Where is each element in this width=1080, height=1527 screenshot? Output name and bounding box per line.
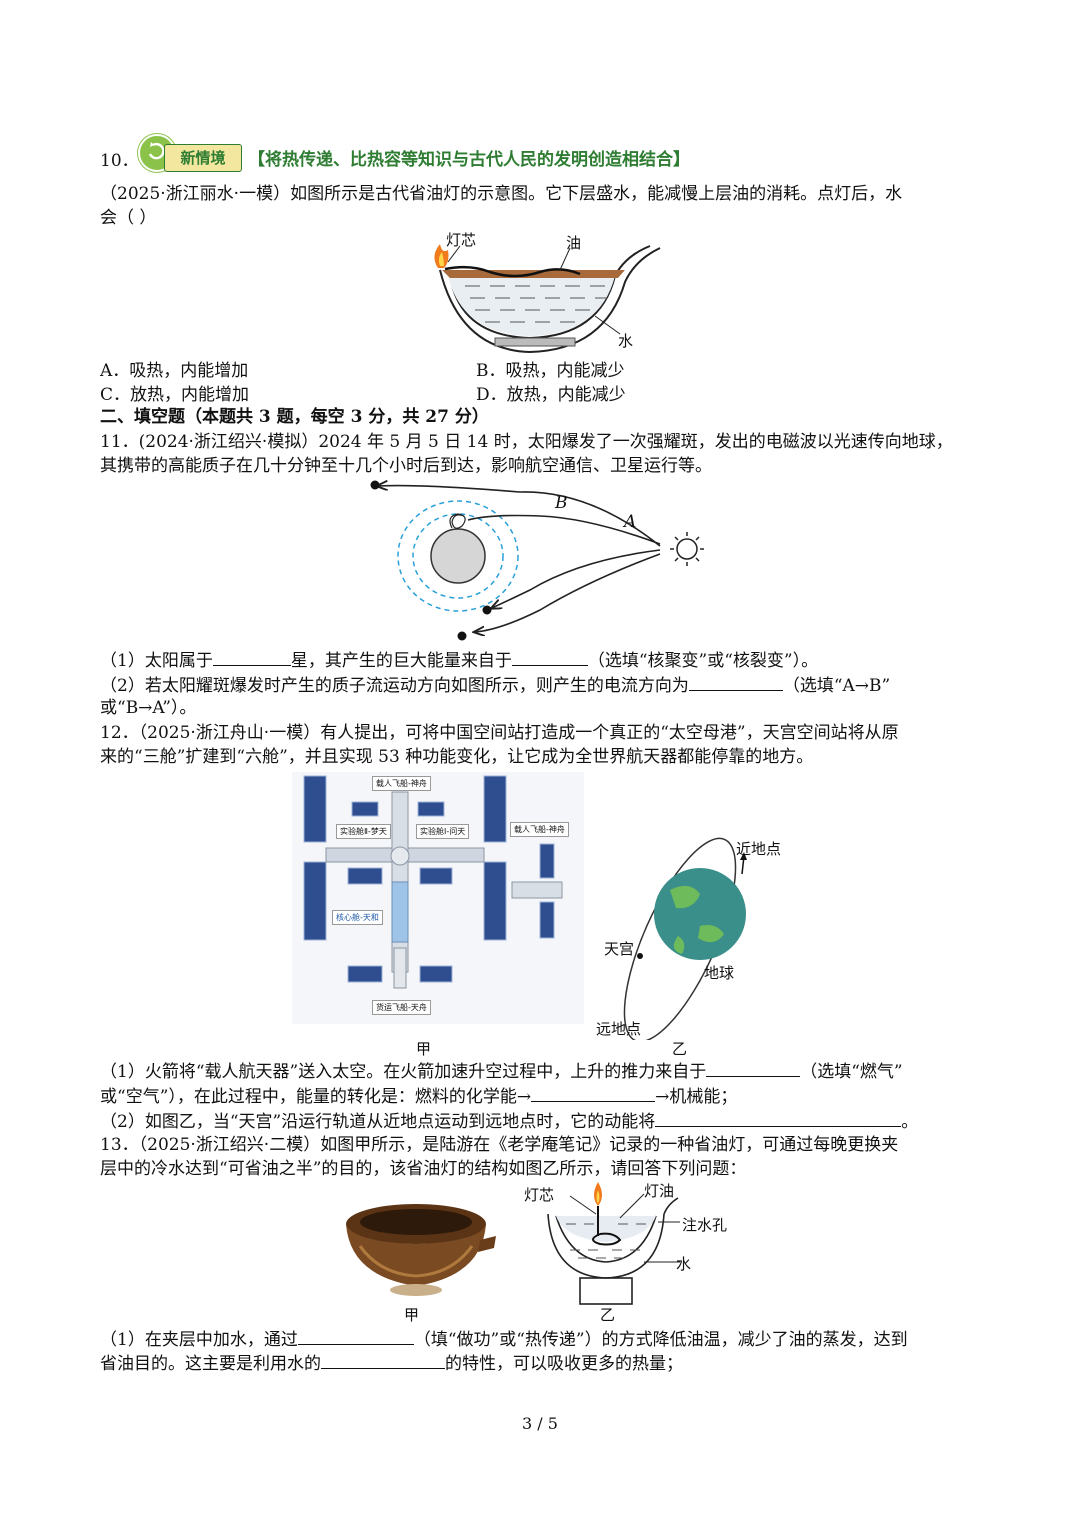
q11-part2-cont: 或“B→A”）。 bbox=[100, 698, 197, 718]
label-wick: 灯芯 bbox=[524, 1186, 555, 1204]
option-c[interactable]: C．放热，内能增加 bbox=[100, 385, 250, 405]
answer-blank[interactable] bbox=[321, 1350, 445, 1369]
answer-blank[interactable] bbox=[706, 1058, 801, 1077]
figure-label-a: 甲 bbox=[416, 1040, 432, 1058]
badge-label: 新情境 bbox=[164, 144, 242, 172]
q12-part1: （1）火箭将“载人航天器”送入太空。在火箭加速升空过程中，上升的推力来自于（选填… bbox=[100, 1058, 985, 1084]
q11-stem-line2: 其携带的高能质子在几十分钟至十几个小时后到达，影响航空通信、卫星运行等。 bbox=[100, 456, 712, 476]
answer-blank[interactable] bbox=[212, 647, 291, 666]
q11-part1: （1）太阳属于星，其产生的巨大能量来自于（选填“核聚变”或“核裂变”）。 bbox=[100, 647, 985, 673]
label-path-b: B bbox=[555, 493, 568, 513]
lamp-structure-diagram bbox=[547, 1182, 680, 1305]
q12-stem-line1: 12．（2025·浙江舟山·一模）有人提出，可将中国空间站打造成一个真正的“太空… bbox=[100, 723, 899, 743]
answer-blank[interactable] bbox=[655, 1108, 902, 1127]
ancient-lamp-image bbox=[346, 1204, 496, 1296]
label-water: 水 bbox=[676, 1255, 692, 1273]
space-station-image: 载人飞船-神舟 实验舱Ⅱ-梦天 实验舱Ⅰ-问天 载人飞船-神舟 核心舱-天和 货… bbox=[292, 772, 584, 1024]
label-path-a: A bbox=[624, 512, 637, 532]
photo-label-crew-right: 载人飞船-神舟 bbox=[510, 822, 569, 837]
q11-part2: （2）若太阳耀斑爆发时产生的质子流运动方向如图所示，则产生的电流方向为（选填“A… bbox=[100, 672, 985, 698]
section-heading: 二、填空题（本题共 3 题，每空 3 分，共 27 分） bbox=[100, 407, 489, 427]
label-water-hole: 注水孔 bbox=[682, 1216, 728, 1234]
orbit-diagram bbox=[623, 837, 747, 1040]
q13-part1: （1）在夹层中加水，通过（填“做功”或“热传递”）的方式降低油温，减少了油的蒸发… bbox=[100, 1326, 985, 1352]
label-tiangong: 天宫 bbox=[604, 940, 635, 958]
q12-part2: （2）如图乙，当“天宫”沿运行轨道从近地点运动到远地点时，它的动能将。 bbox=[100, 1108, 985, 1134]
label-lamp-oil: 灯油 bbox=[644, 1182, 675, 1200]
answer-blank[interactable] bbox=[297, 1326, 414, 1345]
q12-part1-cont: 或“空气”），在此过程中，能量的转化是：燃料的化学能→→机械能； bbox=[100, 1083, 985, 1109]
q12-stem-line2: 来的“三舱”扩建到“六舱”，并且实现 53 种功能变化，让它成为全世界航天器都能… bbox=[100, 747, 814, 767]
answer-blank[interactable] bbox=[511, 647, 588, 666]
label-water: 水 bbox=[618, 332, 634, 350]
q10-topic: 【将热传递、比热容等知识与古代人民的发明创造相结合】 bbox=[248, 150, 690, 170]
label-earth: 地球 bbox=[704, 964, 735, 982]
photo-label-lab1: 实验舱Ⅰ-问天 bbox=[416, 824, 470, 839]
figure-label-b: 乙 bbox=[672, 1040, 688, 1058]
figure-label-a: 甲 bbox=[404, 1306, 420, 1324]
photo-label-core: 核心舱-天和 bbox=[332, 910, 383, 925]
solar-flare-diagram bbox=[370, 470, 704, 641]
oil-lamp-diagram bbox=[434, 244, 661, 354]
q10-number: 10． bbox=[100, 151, 139, 171]
photo-label-crew-top: 载人飞船-神舟 bbox=[372, 776, 431, 791]
label-apogee: 远地点 bbox=[596, 1020, 642, 1038]
photo-label-cargo: 货运飞船-天舟 bbox=[372, 1000, 431, 1015]
sun-icon bbox=[670, 532, 704, 566]
label-wick: 灯芯 bbox=[446, 231, 477, 249]
q11-stem-line1: 11．(2024·浙江绍兴·模拟）2024 年 5 月 5 日 14 时，太阳爆… bbox=[100, 432, 953, 452]
photo-label-lab2: 实验舱Ⅱ-梦天 bbox=[336, 824, 391, 839]
q13-stem-line1: 13．（2025·浙江绍兴·二模）如图甲所示，是陆游在《老学庵笔记》记录的一种省… bbox=[100, 1135, 899, 1155]
page-number: 3 / 5 bbox=[522, 1414, 558, 1433]
q10-stem-line2: 会（ ） bbox=[100, 208, 157, 228]
label-oil: 油 bbox=[566, 234, 582, 252]
new-context-badge: 新情境 bbox=[138, 134, 242, 174]
q10-stem-line1: （2025·浙江丽水·一模）如图所示是古代省油灯的示意图。它下层盛水，能减慢上层… bbox=[100, 184, 903, 204]
q13-stem-line2: 层中的冷水达到“可省油之半”的目的，该省油灯的结构如图乙所示，请回答下列问题： bbox=[100, 1159, 747, 1179]
figure-label-b: 乙 bbox=[600, 1306, 616, 1324]
option-d[interactable]: D．放热，内能减少 bbox=[476, 385, 626, 405]
option-a[interactable]: A．吸热，内能增加 bbox=[100, 361, 249, 381]
answer-blank[interactable] bbox=[688, 672, 783, 691]
option-b[interactable]: B．吸热，内能减少 bbox=[476, 361, 625, 381]
label-perigee: 近地点 bbox=[736, 840, 782, 858]
q13-part1-cont: 省油目的。这主要是利用水的的特性，可以吸收更多的热量； bbox=[100, 1350, 985, 1376]
answer-blank[interactable] bbox=[531, 1083, 656, 1102]
